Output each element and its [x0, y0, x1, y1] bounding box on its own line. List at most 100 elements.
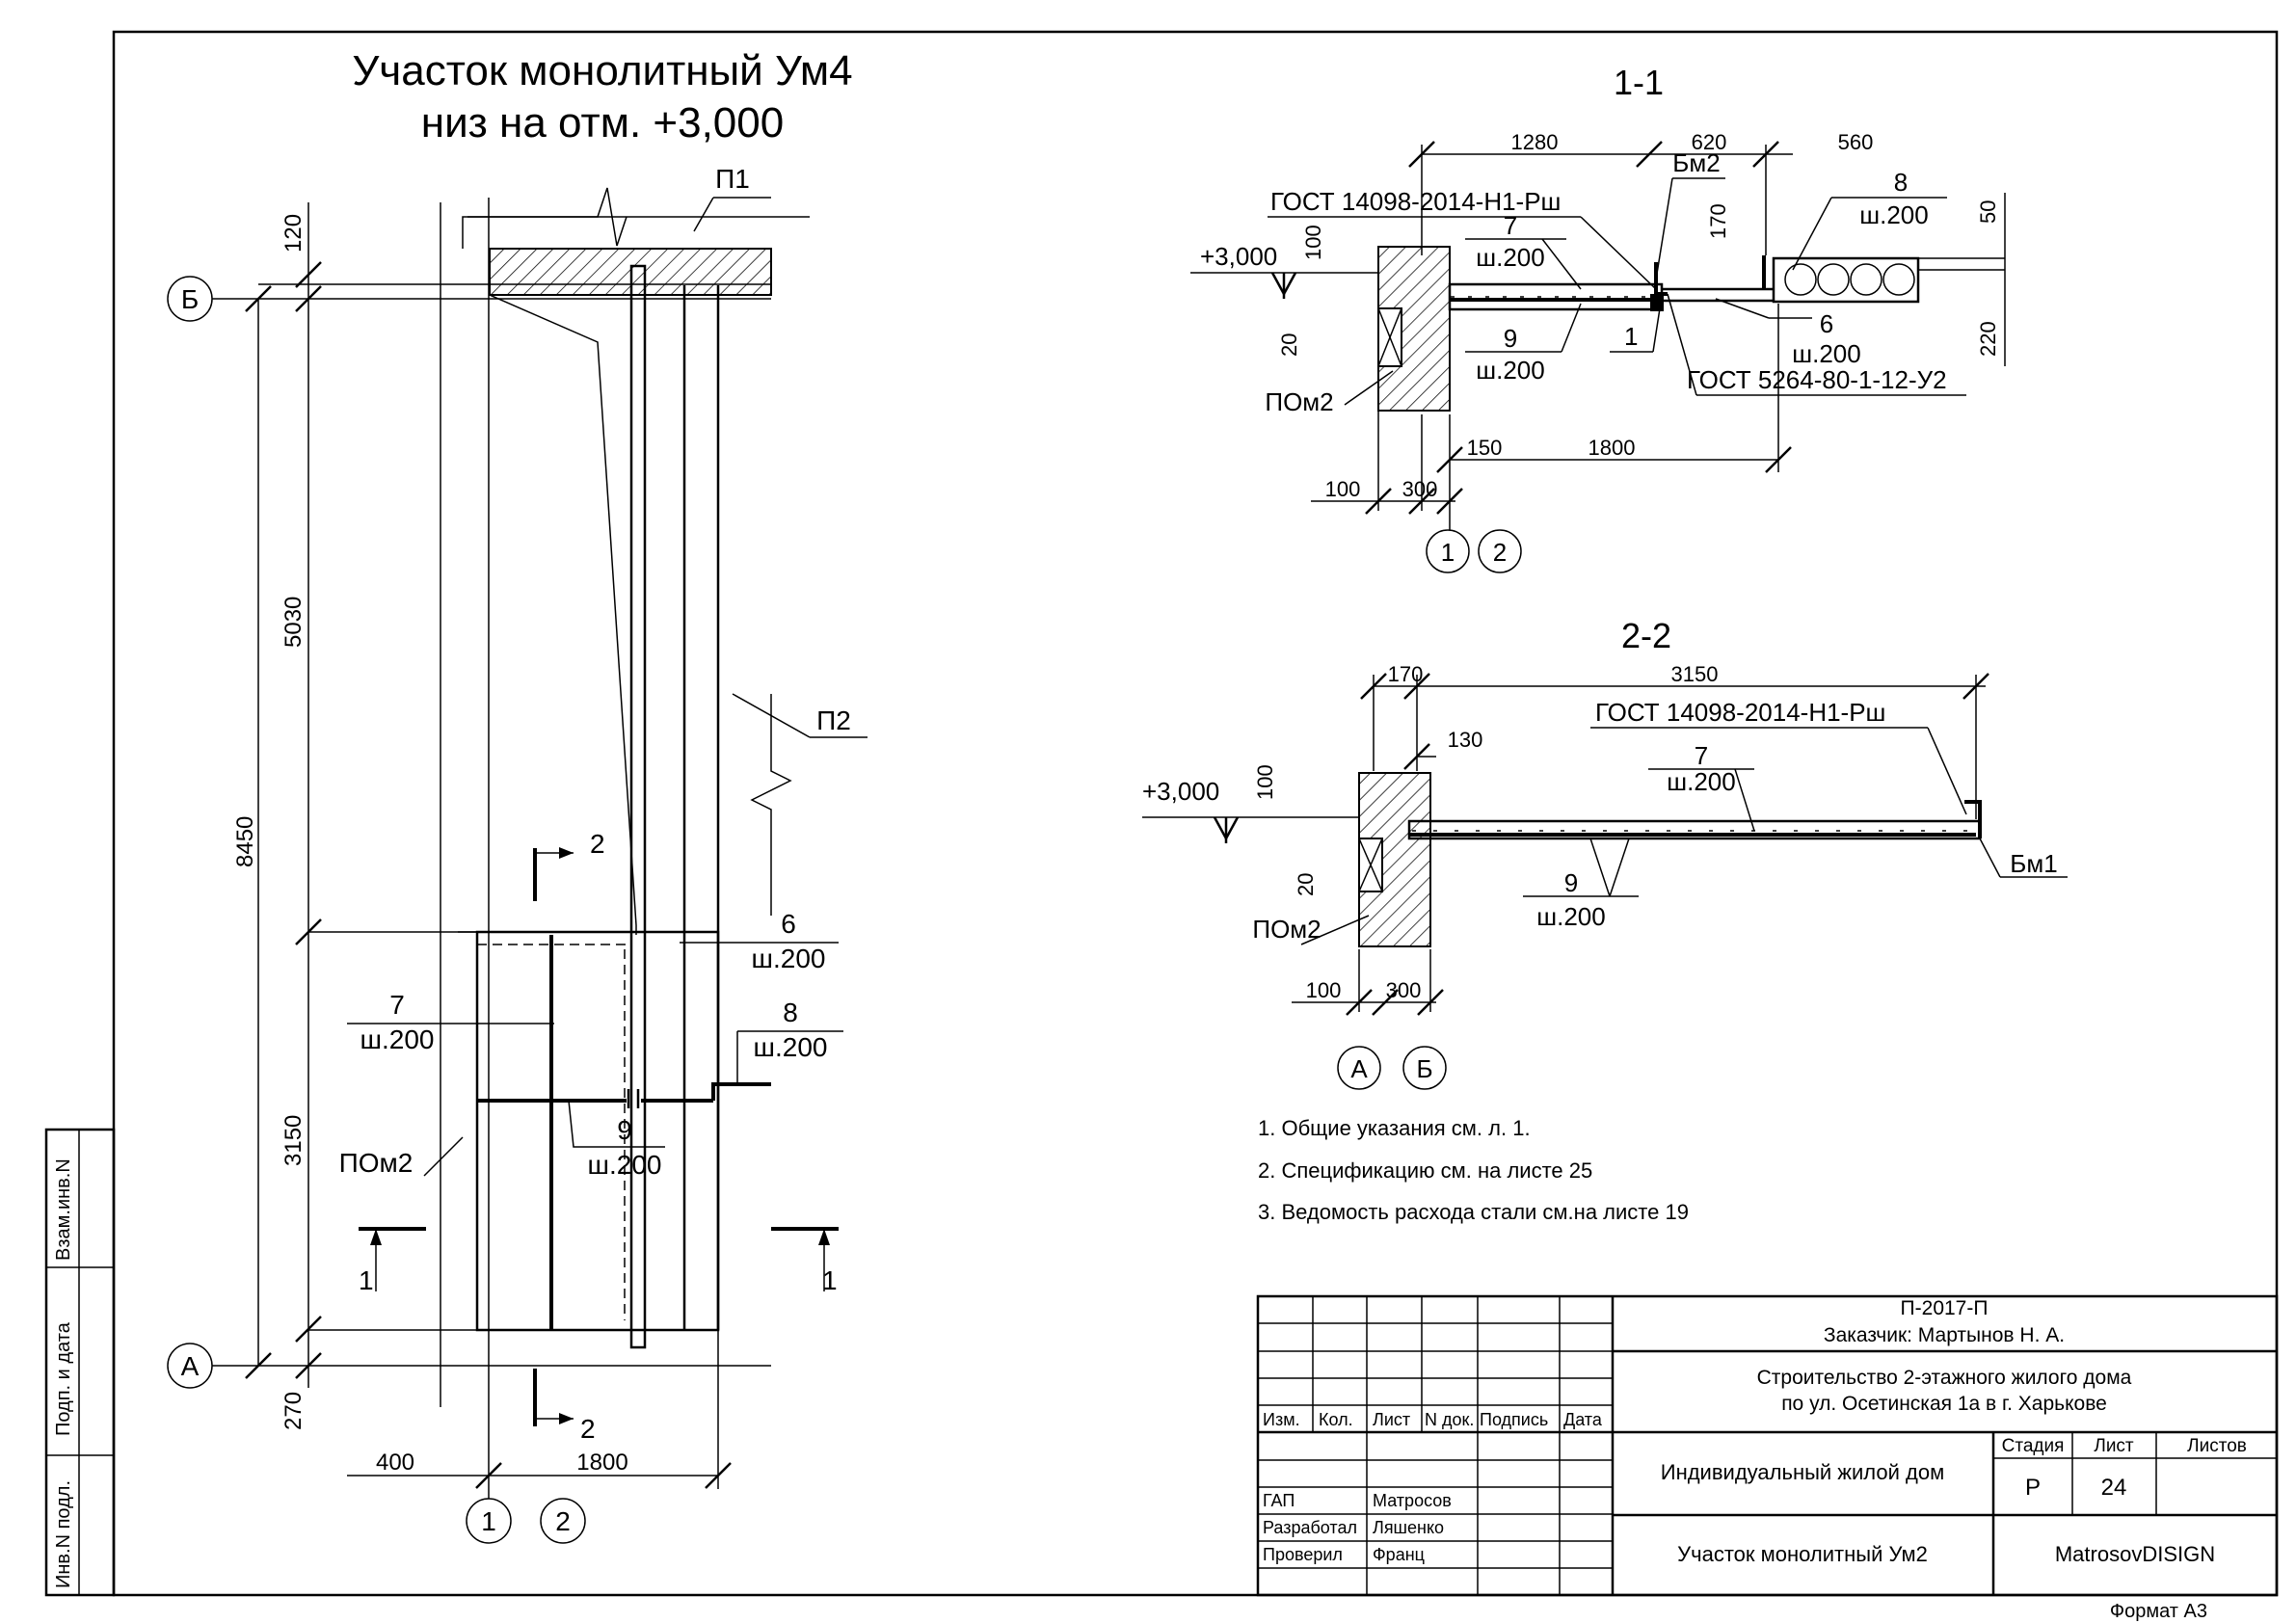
section22-title: 2-2: [1621, 616, 1671, 655]
tb-role3: Проверил: [1263, 1545, 1343, 1564]
s11-pos6: 6: [1820, 309, 1833, 338]
s22-pos7: 7: [1695, 741, 1708, 770]
plan-dim-1800: 1800: [576, 1450, 627, 1476]
plan-cut1-right: 1: [822, 1265, 838, 1295]
s22-dim-170: 170: [1388, 662, 1424, 686]
note-2: 2. Спецификацию см. на листе 25: [1258, 1158, 1592, 1183]
s22-dim-300: 300: [1386, 978, 1422, 1002]
s11-gost2: ГОСТ 5264-80-1-12-У2: [1687, 365, 1947, 394]
tb-stage-label: Стадия: [2002, 1436, 2065, 1456]
tb-role1: ГАП: [1263, 1491, 1295, 1510]
section11-title: 1-1: [1614, 63, 1664, 102]
s11-axis-2: 2: [1478, 529, 1522, 573]
side-stamp-inv: Инв.N подл.: [53, 1480, 74, 1588]
s11-pos7-step: ш.200: [1476, 243, 1544, 272]
outer-frame: [112, 30, 2279, 1597]
s11-dim-300: 300: [1402, 477, 1438, 501]
tb-project-line2: по ул. Осетинская 1а в г. Харькове: [1781, 1393, 2107, 1415]
s11-pos8-step: ш.200: [1859, 200, 1928, 229]
tb-sheets-label: Листов: [2187, 1436, 2247, 1456]
plan-dim-400: 400: [376, 1450, 414, 1476]
tb-name3: Франц: [1373, 1545, 1425, 1564]
axis-b-bubble: Б: [167, 276, 213, 322]
s22-elevation: +3,000: [1142, 777, 1219, 806]
svg-text:Б: Б: [1416, 1054, 1432, 1083]
s22-dim-3150: 3150: [1671, 662, 1719, 686]
plan-cut2-top: 2: [590, 829, 605, 859]
s11-pos6-step: ш.200: [1792, 339, 1860, 368]
s22-axis-a: А: [1337, 1046, 1381, 1090]
tb-building: Индивидуальный жилой дом: [1661, 1460, 1944, 1484]
s22-bm1: Бм1: [2010, 849, 2057, 878]
section-1-1: 1-1 1280 620 560 50 170 100 20 220 +3,00…: [1190, 63, 2006, 573]
tb-col-data: Дата: [1563, 1410, 1603, 1429]
s11-elevation: +3,000: [1200, 242, 1277, 271]
note-3: 3. Ведомость расхода стали см.на листе 1…: [1258, 1200, 1689, 1224]
plan-p1-label: П1: [715, 164, 750, 194]
s11-pos9: 9: [1504, 324, 1517, 353]
s22-pom2: ПОм2: [1252, 915, 1321, 944]
side-stamp: Взам.инв.N Подп. и дата Инв.N подл.: [44, 1128, 116, 1597]
s22-pos9-step: ш.200: [1536, 902, 1605, 931]
tb-stage-value: Р: [2025, 1475, 2041, 1501]
title-block: Изм. Кол. Лист N док. Подпись Дата ГАП М…: [1256, 1294, 2279, 1597]
s11-dim-150: 150: [1467, 436, 1503, 460]
svg-text:А: А: [181, 1351, 200, 1381]
s11-gost1: ГОСТ 14098-2014-Н1-Рш: [1270, 187, 1561, 216]
axis-1-bubble: 1: [466, 1498, 512, 1544]
s22-axis-b: Б: [1402, 1046, 1447, 1090]
axis-a-bubble: А: [167, 1343, 213, 1389]
plan-pos9: 9: [617, 1115, 632, 1145]
tb-col-kol: Кол.: [1319, 1410, 1353, 1429]
plan-pos7-step: ш.200: [360, 1024, 435, 1054]
beam-strip: [629, 264, 647, 1349]
notes: 1. Общие указания см. л. 1. 2. Специфика…: [1258, 1116, 1689, 1224]
tb-col-izm: Изм.: [1263, 1410, 1300, 1429]
s11-dim-560: 560: [1838, 130, 1874, 154]
svg-text:2: 2: [1493, 538, 1507, 567]
s22-pos9: 9: [1564, 868, 1578, 897]
svg-text:А: А: [1350, 1054, 1368, 1083]
tb-sheet-title: Участок монолитный Ум2: [1677, 1542, 1928, 1566]
s22-dim-20: 20: [1294, 873, 1318, 896]
plan-cut1-left: 1: [359, 1265, 374, 1295]
tb-col-ndok: N док.: [1425, 1410, 1474, 1429]
plan-pos7: 7: [389, 990, 405, 1020]
plan-pos8: 8: [783, 998, 798, 1027]
tb-col-podpis: Подпись: [1480, 1410, 1548, 1429]
s11-dim-20: 20: [1277, 333, 1301, 357]
s11-pom2: ПОм2: [1265, 387, 1333, 416]
plan-pos9-step: ш.200: [588, 1150, 662, 1180]
s11-dim-170: 170: [1706, 203, 1730, 239]
s22-dim-100: 100: [1253, 764, 1277, 800]
s22-dim-100b: 100: [1306, 978, 1342, 1002]
s11-dim-100b: 100: [1325, 477, 1361, 501]
s22-gost1: ГОСТ 14098-2014-Н1-Рш: [1595, 698, 1885, 727]
main-title-line2: низ на отм. +3,000: [421, 99, 784, 146]
s22-dim-130: 130: [1448, 728, 1483, 752]
tb-role2: Разработал: [1263, 1518, 1357, 1537]
plan-cut2-bottom: 2: [580, 1414, 596, 1444]
monolith-zone: [475, 930, 720, 1332]
plan-p2-label: П2: [816, 705, 851, 735]
format-label: Формат А3: [2110, 1601, 2207, 1622]
s11-hollow-slab: [1772, 256, 1920, 304]
s11-axis-1: 1: [1426, 529, 1470, 573]
tb-code: П-2017-П: [1901, 1297, 1989, 1319]
tb-col-list: Лист: [1373, 1410, 1410, 1429]
s11-dim-620: 620: [1692, 130, 1727, 154]
tb-sheet-label: Лист: [2094, 1436, 2134, 1456]
axis-2-bubble: 2: [540, 1498, 586, 1544]
plan-dim-3150: 3150: [280, 1115, 307, 1166]
plan-pos6: 6: [781, 909, 796, 939]
s11-pos9-step: ш.200: [1476, 356, 1544, 385]
tb-name2: Ляшенко: [1373, 1518, 1444, 1537]
plan-dim-120: 120: [280, 214, 307, 253]
side-stamp-vzam: Взам.инв.N: [53, 1158, 74, 1261]
plan-pos6-step: ш.200: [752, 944, 826, 973]
svg-text:Б: Б: [181, 284, 199, 314]
s11-dim-100: 100: [1301, 225, 1325, 260]
s11-dim-220: 220: [1976, 321, 2000, 357]
plan-dim-270: 270: [280, 1392, 307, 1430]
